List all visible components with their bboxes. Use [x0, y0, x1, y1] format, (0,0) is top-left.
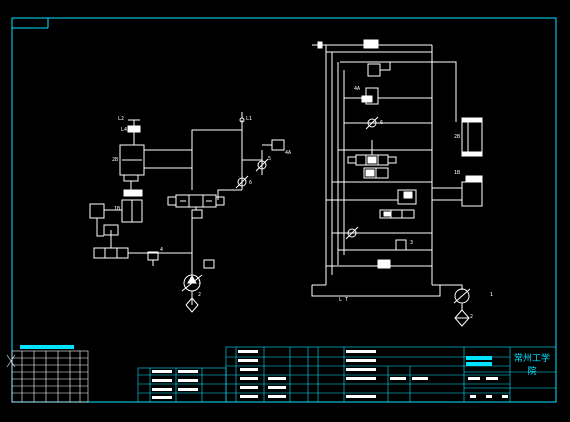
right-hydraulic-circuit: [311, 39, 483, 327]
label-2b-right: 2B: [454, 134, 461, 140]
lower-cylinder: [123, 189, 143, 197]
label-l1: L1: [246, 116, 253, 122]
right-lower-cylinder: [461, 181, 483, 207]
label-5-left: 5: [268, 156, 272, 162]
label-4a-right: 4A: [354, 86, 361, 92]
label-1b-left: 1B: [114, 206, 121, 212]
parts-list-table: [6, 345, 89, 403]
label-4-left: 4: [160, 247, 164, 253]
left-hydraulic-circuit: [89, 112, 285, 313]
label-2b-left: 2B: [112, 157, 119, 163]
right-upper-cylinder: [461, 121, 483, 153]
school-name: 常州工学院: [513, 354, 550, 377]
label-6-right: 6: [380, 120, 384, 126]
tank-outline: [311, 284, 441, 297]
label-6-left: 6: [249, 180, 253, 186]
label-4a-left: 4A: [285, 150, 292, 156]
label-3-right: 3: [410, 240, 414, 246]
label-l2: L2: [118, 116, 125, 122]
label-l4: L4: [121, 127, 128, 133]
label-1b-right: 1B: [454, 170, 461, 176]
secondary-valve-left: [93, 247, 129, 259]
label-1-right: 1: [490, 292, 494, 298]
drawing-frame: [11, 17, 557, 403]
tank-label: L T: [339, 297, 349, 303]
label-2-right: 2: [470, 314, 474, 320]
right-valve-4: [379, 209, 415, 219]
title-block: [137, 346, 557, 403]
right-valve-3: [397, 189, 417, 205]
label-1-left: 1: [198, 280, 202, 286]
label-2-left: 2: [198, 292, 202, 298]
